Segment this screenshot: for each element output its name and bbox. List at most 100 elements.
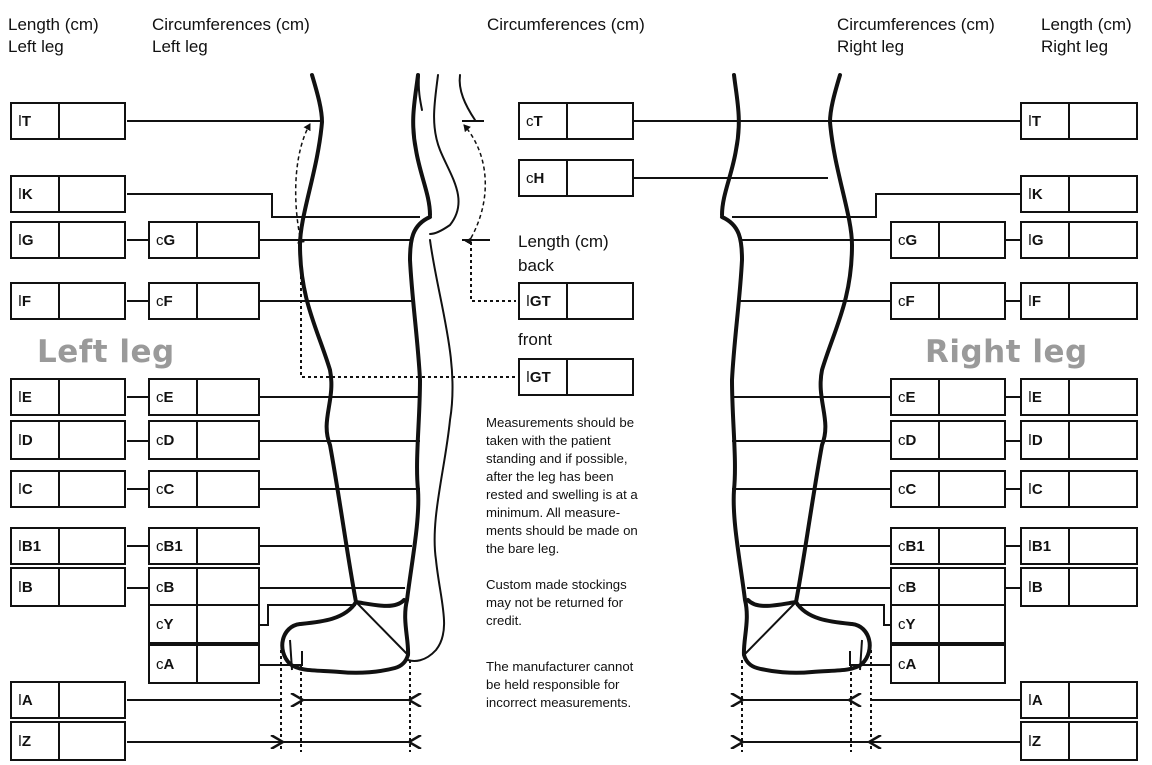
field-code: D (1031, 431, 1043, 449)
field-value[interactable] (54, 284, 124, 318)
field-code: F (1031, 292, 1042, 310)
field-value[interactable] (192, 223, 258, 257)
field-value[interactable] (1064, 472, 1136, 506)
header-center-circ-line1: Circumferences (cm) (487, 15, 645, 34)
field-value[interactable] (192, 606, 258, 642)
field-value[interactable] (562, 104, 632, 138)
field-value[interactable] (1064, 223, 1136, 257)
field-value[interactable] (934, 223, 1004, 257)
field-value[interactable] (192, 569, 258, 605)
field-value[interactable] (192, 646, 258, 682)
field-value[interactable] (934, 569, 1004, 605)
field-value[interactable] (54, 683, 124, 717)
field-value[interactable] (54, 380, 124, 414)
field-value[interactable] (54, 723, 124, 759)
field-value[interactable] (1064, 529, 1136, 563)
field-value[interactable] (934, 646, 1004, 682)
field-code: E (905, 388, 916, 406)
field-value[interactable] (562, 161, 632, 195)
field-value[interactable] (934, 529, 1004, 563)
field-code: GT (529, 292, 551, 310)
field-value[interactable] (192, 284, 258, 318)
field-value[interactable] (54, 529, 124, 563)
field-value[interactable] (1064, 177, 1136, 211)
field-value[interactable] (192, 380, 258, 414)
field-value[interactable] (54, 104, 124, 138)
field-value[interactable] (192, 422, 258, 458)
field-code: C (1031, 480, 1043, 498)
field-value[interactable] (192, 472, 258, 506)
field-value[interactable] (1064, 569, 1136, 605)
field-value[interactable] (1064, 422, 1136, 458)
field-value[interactable] (1064, 380, 1136, 414)
field-value[interactable] (54, 177, 124, 211)
field-value[interactable] (1064, 723, 1136, 759)
field-value[interactable] (54, 223, 124, 257)
field-value[interactable] (562, 360, 632, 394)
field-code: D (905, 431, 917, 449)
field-value[interactable] (54, 472, 124, 506)
field-value[interactable] (54, 422, 124, 458)
field-value[interactable] (1064, 284, 1136, 318)
field-value[interactable] (934, 422, 1004, 458)
field-value[interactable] (934, 284, 1004, 318)
field-value[interactable] (562, 284, 632, 318)
field-value[interactable] (934, 472, 1004, 506)
field-value[interactable] (934, 380, 1004, 414)
field-value[interactable] (192, 529, 258, 563)
field-value[interactable] (54, 569, 124, 605)
field-value[interactable] (1064, 104, 1136, 138)
field-code: B (163, 578, 175, 596)
field-value[interactable] (1064, 683, 1136, 717)
field-code: A (21, 691, 33, 709)
field-value[interactable] (934, 606, 1004, 642)
